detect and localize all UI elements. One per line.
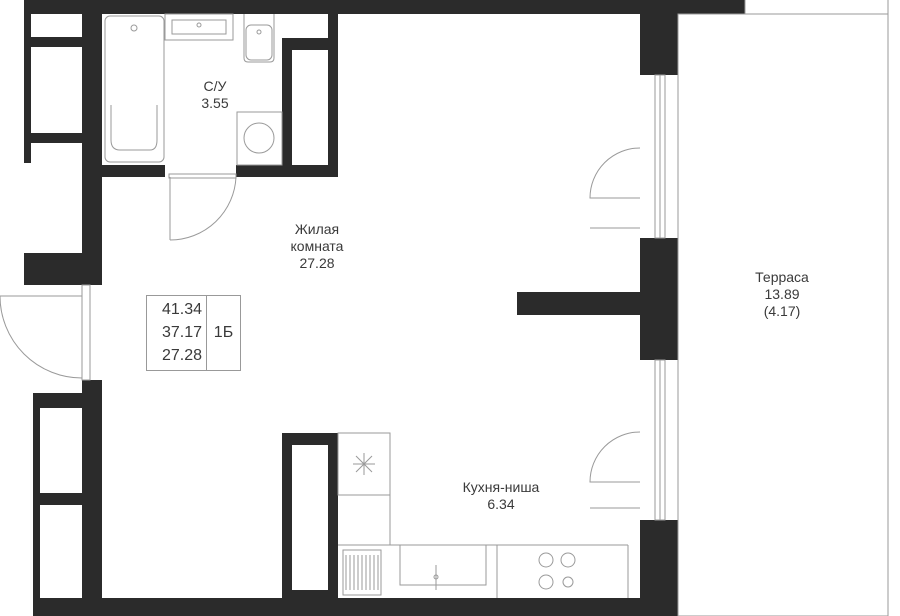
walls: [24, 0, 745, 616]
living-room-name-1: Жилая: [294, 221, 340, 237]
apartment-type: 1Б: [213, 324, 234, 341]
area-summary: 41.34 37.17 27.28: [147, 296, 207, 370]
living-total-area: 37.17: [161, 324, 202, 341]
kitchen-label: Кухня-ниша 6.34: [463, 479, 540, 513]
total-area: 41.34: [161, 301, 202, 318]
terrace-name: Терраса: [755, 269, 809, 285]
living-room-name-2: комната: [290, 238, 344, 254]
living-room-label: Жилая комната 27.28: [291, 221, 344, 272]
terrace-area: 13.89: [764, 286, 800, 302]
bathroom-name: С/У: [203, 78, 227, 94]
bathroom-label: С/У 3.55: [201, 78, 228, 112]
terrace-reduced-area: (4.17): [763, 303, 801, 319]
kitchen-area: 6.34: [487, 496, 515, 512]
kitchen-name: Кухня-ниша: [462, 479, 540, 495]
bathroom-area: 3.55: [201, 95, 229, 111]
terrace-label: Терраса 13.89 (4.17): [755, 269, 809, 320]
living-room-area: 27.28: [299, 255, 335, 271]
apartment-info-box: 41.34 37.17 27.28 1Б: [146, 295, 241, 371]
living-area: 27.28: [161, 347, 202, 364]
